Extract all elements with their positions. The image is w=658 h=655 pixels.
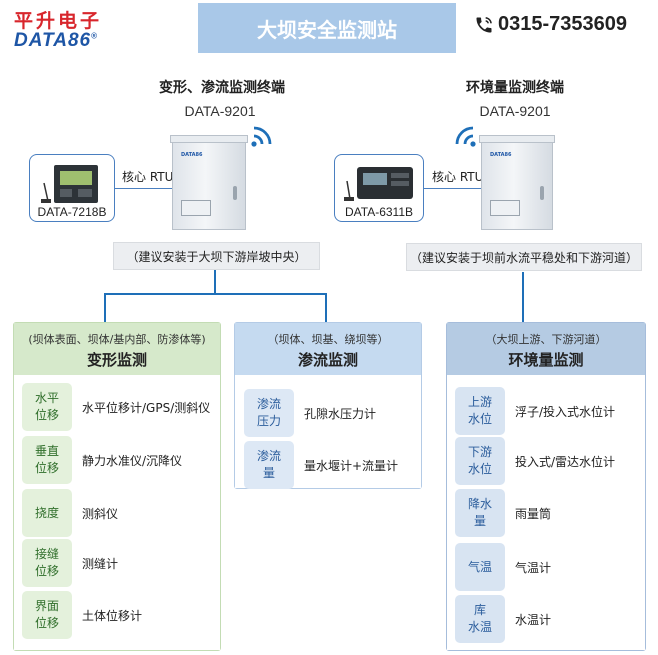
panel-subtitle: (坝体表面、坝体/基内部、防渗体等) (28, 333, 206, 346)
instrument-label: 土体位移计 (82, 608, 143, 623)
phone-icon (476, 16, 492, 32)
metric-chip: 库 水温 (455, 595, 505, 643)
list-item: 水平 位移 水平位移计/GPS/测斜仪 (22, 383, 210, 431)
metric-chip: 下游 水位 (455, 437, 505, 485)
rtu-link-line (115, 188, 172, 189)
metric-chip: 界面 位移 (22, 591, 72, 639)
metric-chip: 接缝 位移 (22, 539, 72, 587)
logo-cn: 平升电子 (14, 10, 103, 32)
instrument-label: 水平位移计/GPS/测斜仪 (82, 400, 211, 415)
wireless-signal-icon (455, 126, 476, 147)
metric-chip: 气温 (455, 543, 505, 591)
panel-title: 环境量监测 (508, 351, 584, 369)
list-item: 降水 量 雨量筒 (455, 489, 551, 537)
data-logger-icon (344, 167, 413, 201)
rtu-link-line (424, 188, 481, 189)
instrument-label: 水温计 (515, 612, 552, 627)
list-item: 气温 气温计 (455, 543, 551, 591)
rtu-label: 核心 RTU (432, 170, 484, 184)
logo-en: DATA86® (14, 30, 98, 51)
metric-chip: 垂直 位移 (22, 436, 72, 484)
list-item: 渗流 量 量水堰计+流量计 (244, 441, 398, 489)
phone-number: 0315-7353609 (474, 13, 627, 36)
panel-title: 渗流监测 (297, 351, 358, 369)
instrument-label: 孔隙水压力计 (304, 406, 377, 421)
page-title: 大坝安全监测站 (198, 3, 456, 53)
terminal-model-environment: DATA-9201 (479, 103, 551, 119)
install-note-deformation: （建议安装于大坝下游岸坡中央） (113, 242, 320, 270)
metric-chip: 水平 位移 (22, 383, 72, 431)
metric-chip: 渗流 量 (244, 441, 294, 489)
panel-title: 变形监测 (86, 351, 147, 369)
device-card-7218b: DATA-7218B (29, 154, 115, 222)
connector-line (325, 293, 327, 322)
connector-line (104, 293, 327, 295)
metric-chip: 降水 量 (455, 489, 505, 537)
list-item: 库 水温 水温计 (455, 595, 551, 643)
device-label: DATA-7218B (37, 205, 107, 219)
wireless-signal-icon (251, 126, 272, 147)
rtu-label: 核心 RTU (122, 170, 174, 184)
instrument-label: 雨量筒 (515, 506, 552, 521)
data-logger-icon (41, 165, 98, 203)
list-item: 接缝 位移 测缝计 (22, 539, 118, 587)
instrument-label: 测缝计 (82, 556, 119, 571)
metric-chip: 挠度 (22, 489, 72, 537)
deformation-panel: (坝体表面、坝体/基内部、防渗体等) 变形监测 水平 位移 水平位移计/GPS/… (13, 322, 221, 651)
device-card-6311b: DATA-6311B (334, 154, 424, 222)
list-item: 挠度 测斜仪 (22, 489, 118, 537)
device-label: DATA-6311B (344, 205, 414, 219)
connector-line (214, 270, 216, 294)
seepage-panel: （坝体、坝基、绕坝等） 渗流监测 渗流 压力 孔隙水压力计 渗流 量 量水堰计+… (234, 322, 422, 489)
instrument-label: 量水堰计+流量计 (304, 458, 399, 473)
instrument-label: 测斜仪 (82, 506, 119, 521)
install-note-environment: （建议安装于坝前水流平稳处和下游河道） (406, 243, 642, 271)
environment-panel: （大坝上游、下游河道） 环境量监测 上游 水位 浮子/投入式水位计 下游 水位 … (446, 322, 646, 651)
metric-chip: 渗流 压力 (244, 389, 294, 437)
metric-chip: 上游 水位 (455, 387, 505, 435)
list-item: 渗流 压力 孔隙水压力计 (244, 389, 376, 437)
rtu-cabinet: DATA86 (479, 135, 555, 230)
list-item: 上游 水位 浮子/投入式水位计 (455, 387, 615, 435)
list-item: 界面 位移 土体位移计 (22, 591, 142, 639)
terminal-title-deformation: 变形、渗流监测终端 (159, 80, 285, 96)
connector-line (104, 293, 106, 322)
panel-subtitle: （大坝上游、下游河道） (485, 333, 607, 346)
list-item: 下游 水位 投入式/雷达水位计 (455, 437, 615, 485)
connector-line (522, 272, 524, 322)
instrument-label: 静力水准仪/沉降仪 (82, 453, 183, 468)
list-item: 垂直 位移 静力水准仪/沉降仪 (22, 436, 182, 484)
panel-subtitle: （坝体、坝基、绕坝等） (267, 333, 389, 346)
terminal-model-deformation: DATA-9201 (184, 103, 256, 119)
instrument-label: 浮子/投入式水位计 (515, 404, 616, 419)
instrument-label: 投入式/雷达水位计 (515, 454, 616, 469)
rtu-cabinet: DATA86 (170, 135, 248, 230)
instrument-label: 气温计 (515, 560, 552, 575)
terminal-title-environment: 环境量监测终端 (466, 80, 564, 96)
